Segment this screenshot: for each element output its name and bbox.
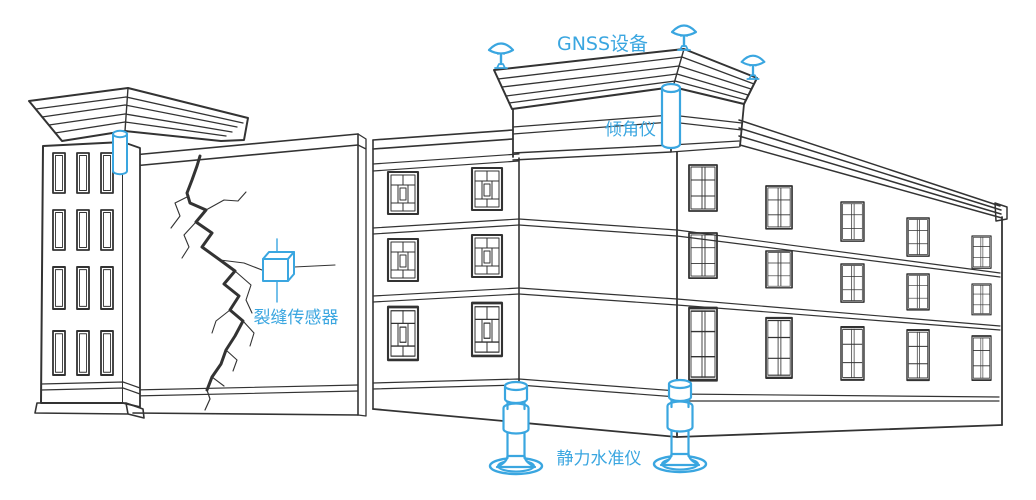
crack-line [185, 154, 245, 392]
tilt-label: 倾角仪 [605, 120, 656, 140]
crack-wall [132, 133, 367, 417]
static-level-icon-1 [488, 380, 544, 476]
inclinometer-icon-2 [112, 129, 128, 176]
inclinometer-icon-1 [660, 82, 682, 150]
gnss-label: GNSS设备 [557, 33, 648, 55]
crack-branches [170, 191, 263, 387]
gnss-antenna-icon-1 [487, 42, 515, 70]
central-tower [372, 48, 758, 438]
mid-section [372, 129, 520, 410]
labels: GNSS设备 倾角仪 裂缝传感器 静力水准仪 [254, 33, 657, 469]
left-tower [28, 87, 249, 419]
mid-section-windows [386, 166, 504, 362]
crack-label: 裂缝传感器 [254, 308, 339, 328]
gnss-antenna-icon-2 [670, 24, 698, 52]
crack-sensor-icon [262, 238, 295, 303]
right-wing [676, 119, 1008, 438]
level-label: 静力水准仪 [557, 449, 642, 469]
